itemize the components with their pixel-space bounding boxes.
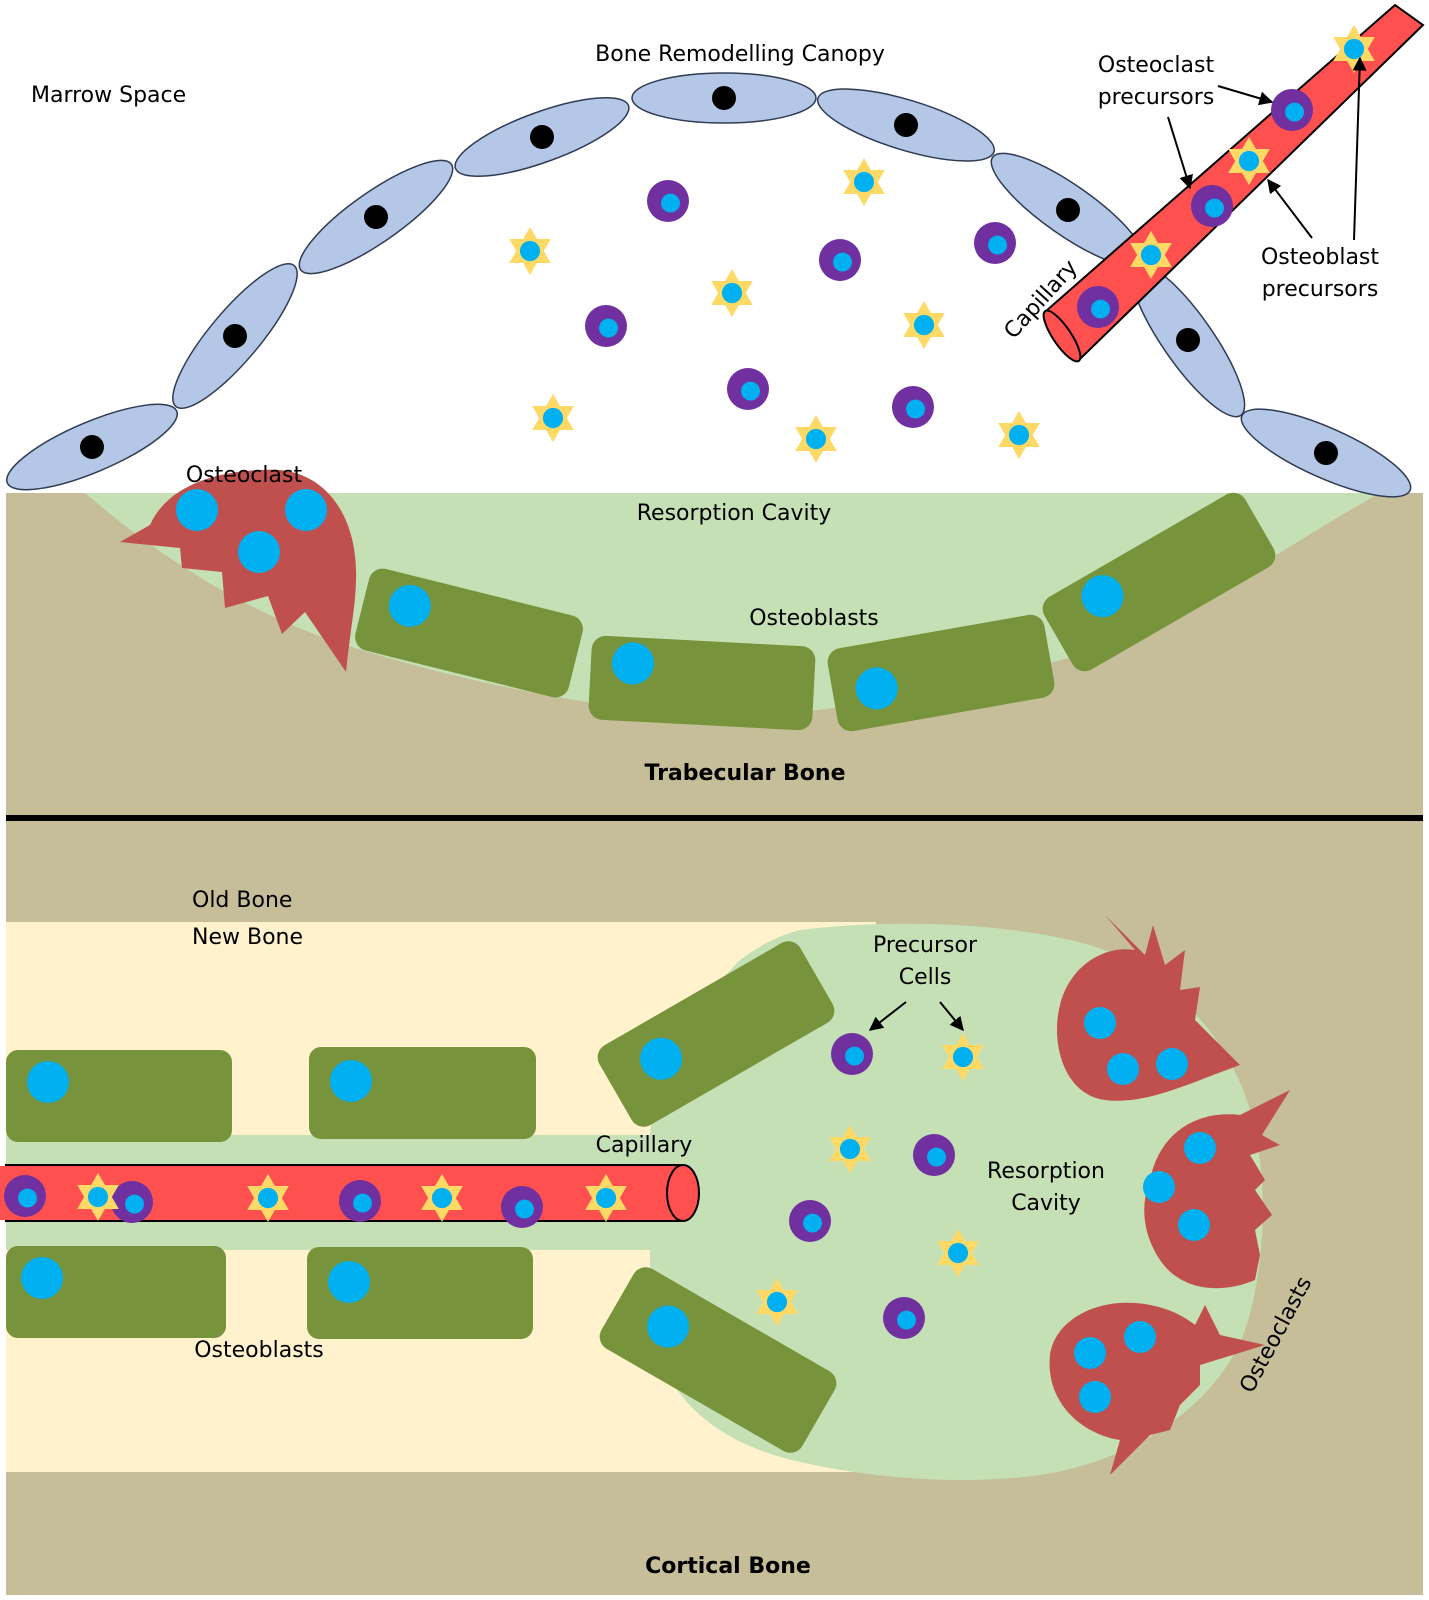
osteoclast-precursors-bottom xyxy=(4,1033,955,1339)
osteoblast-precursors-top xyxy=(509,25,1375,463)
precursor-nucleus xyxy=(1091,299,1110,319)
precursor-cells-label-1: Precursor xyxy=(873,933,978,958)
marrow-space-label: Marrow Space xyxy=(31,83,186,108)
osteoblast-precursors-label-1: Osteoblast xyxy=(1261,245,1379,270)
bottom-arrows xyxy=(868,1001,964,1032)
precursor-nucleus xyxy=(906,399,925,419)
precursor-nucleus xyxy=(125,1194,144,1214)
new-bone-label: New Bone xyxy=(192,925,303,950)
old-bone-label: Old Bone xyxy=(192,888,292,913)
cortical-bone-label: Cortical Bone xyxy=(645,1554,811,1579)
precursor-nucleus xyxy=(741,381,760,401)
osteoblasts-top-label: Osteoblasts xyxy=(749,606,879,631)
precursor-nucleus xyxy=(515,1199,534,1219)
precursor-nucleus xyxy=(595,1187,617,1209)
osteoclast-precursors-top xyxy=(585,89,1313,428)
precursor-nucleus xyxy=(897,1310,916,1330)
precursor-nucleus xyxy=(947,1242,969,1264)
precursor-nucleus xyxy=(1238,150,1260,172)
osteoblasts-top xyxy=(355,492,1276,732)
precursor-nucleus xyxy=(18,1188,37,1208)
canopy-label: Bone Remodelling Canopy xyxy=(595,42,885,67)
precursor-nucleus xyxy=(845,1046,864,1066)
canopy-cells xyxy=(6,72,1412,498)
precursor-cells-label-2: Cells xyxy=(899,965,952,990)
osteoblasts-bottom xyxy=(6,941,837,1453)
precursor-nucleus xyxy=(1205,198,1224,218)
precursor-nucleus xyxy=(853,171,875,193)
osteoclast-precursors-label-1: Osteoclast xyxy=(1098,53,1215,78)
precursor-nucleus xyxy=(833,252,852,272)
precursor-nucleus xyxy=(721,282,743,304)
capillary-bottom-label: Capillary xyxy=(596,1133,693,1158)
osteoblasts-bottom-label: Osteoblasts xyxy=(194,1338,324,1363)
precursor-nucleus xyxy=(1140,244,1162,266)
osteoclast-label: Osteoclast xyxy=(186,463,303,488)
osteoclast-top xyxy=(120,469,357,672)
precursor-nucleus xyxy=(927,1147,946,1167)
panel-divider xyxy=(6,815,1423,821)
precursor-nucleus xyxy=(839,1138,861,1160)
precursor-nucleus xyxy=(431,1187,453,1209)
precursor-nucleus xyxy=(913,314,935,336)
precursor-nucleus xyxy=(1343,38,1365,60)
resorption-cavity-bottom-label-2: Cavity xyxy=(1011,1191,1081,1216)
precursor-nucleus xyxy=(661,193,680,213)
precursor-nucleus xyxy=(1008,424,1030,446)
precursor-nucleus xyxy=(803,1213,822,1233)
precursor-nucleus xyxy=(766,1291,788,1313)
precursor-nucleus xyxy=(805,428,827,450)
precursor-nucleus xyxy=(1285,102,1304,122)
osteoblast-precursors-bottom xyxy=(77,1033,984,1326)
precursor-nucleus xyxy=(988,235,1007,255)
trabecular-bone-label: Trabecular Bone xyxy=(644,761,845,786)
osteoclast-precursors-label-2: precursors xyxy=(1098,85,1215,110)
osteoclasts-bottom xyxy=(1049,915,1290,1475)
resorption-cavity-top-label: Resorption Cavity xyxy=(637,501,832,526)
precursor-nucleus xyxy=(257,1187,279,1209)
resorption-cavity-bottom-label-1: Resorption xyxy=(987,1159,1105,1184)
osteoblast-precursors-label-2: precursors xyxy=(1262,277,1379,302)
precursor-nucleus xyxy=(599,318,618,338)
precursor-nucleus xyxy=(87,1186,109,1208)
precursor-nucleus xyxy=(353,1193,372,1213)
precursor-nucleus xyxy=(952,1046,974,1068)
top-arrows xyxy=(1167,56,1367,241)
precursor-nucleus xyxy=(542,407,564,429)
precursor-nucleus xyxy=(519,240,541,262)
